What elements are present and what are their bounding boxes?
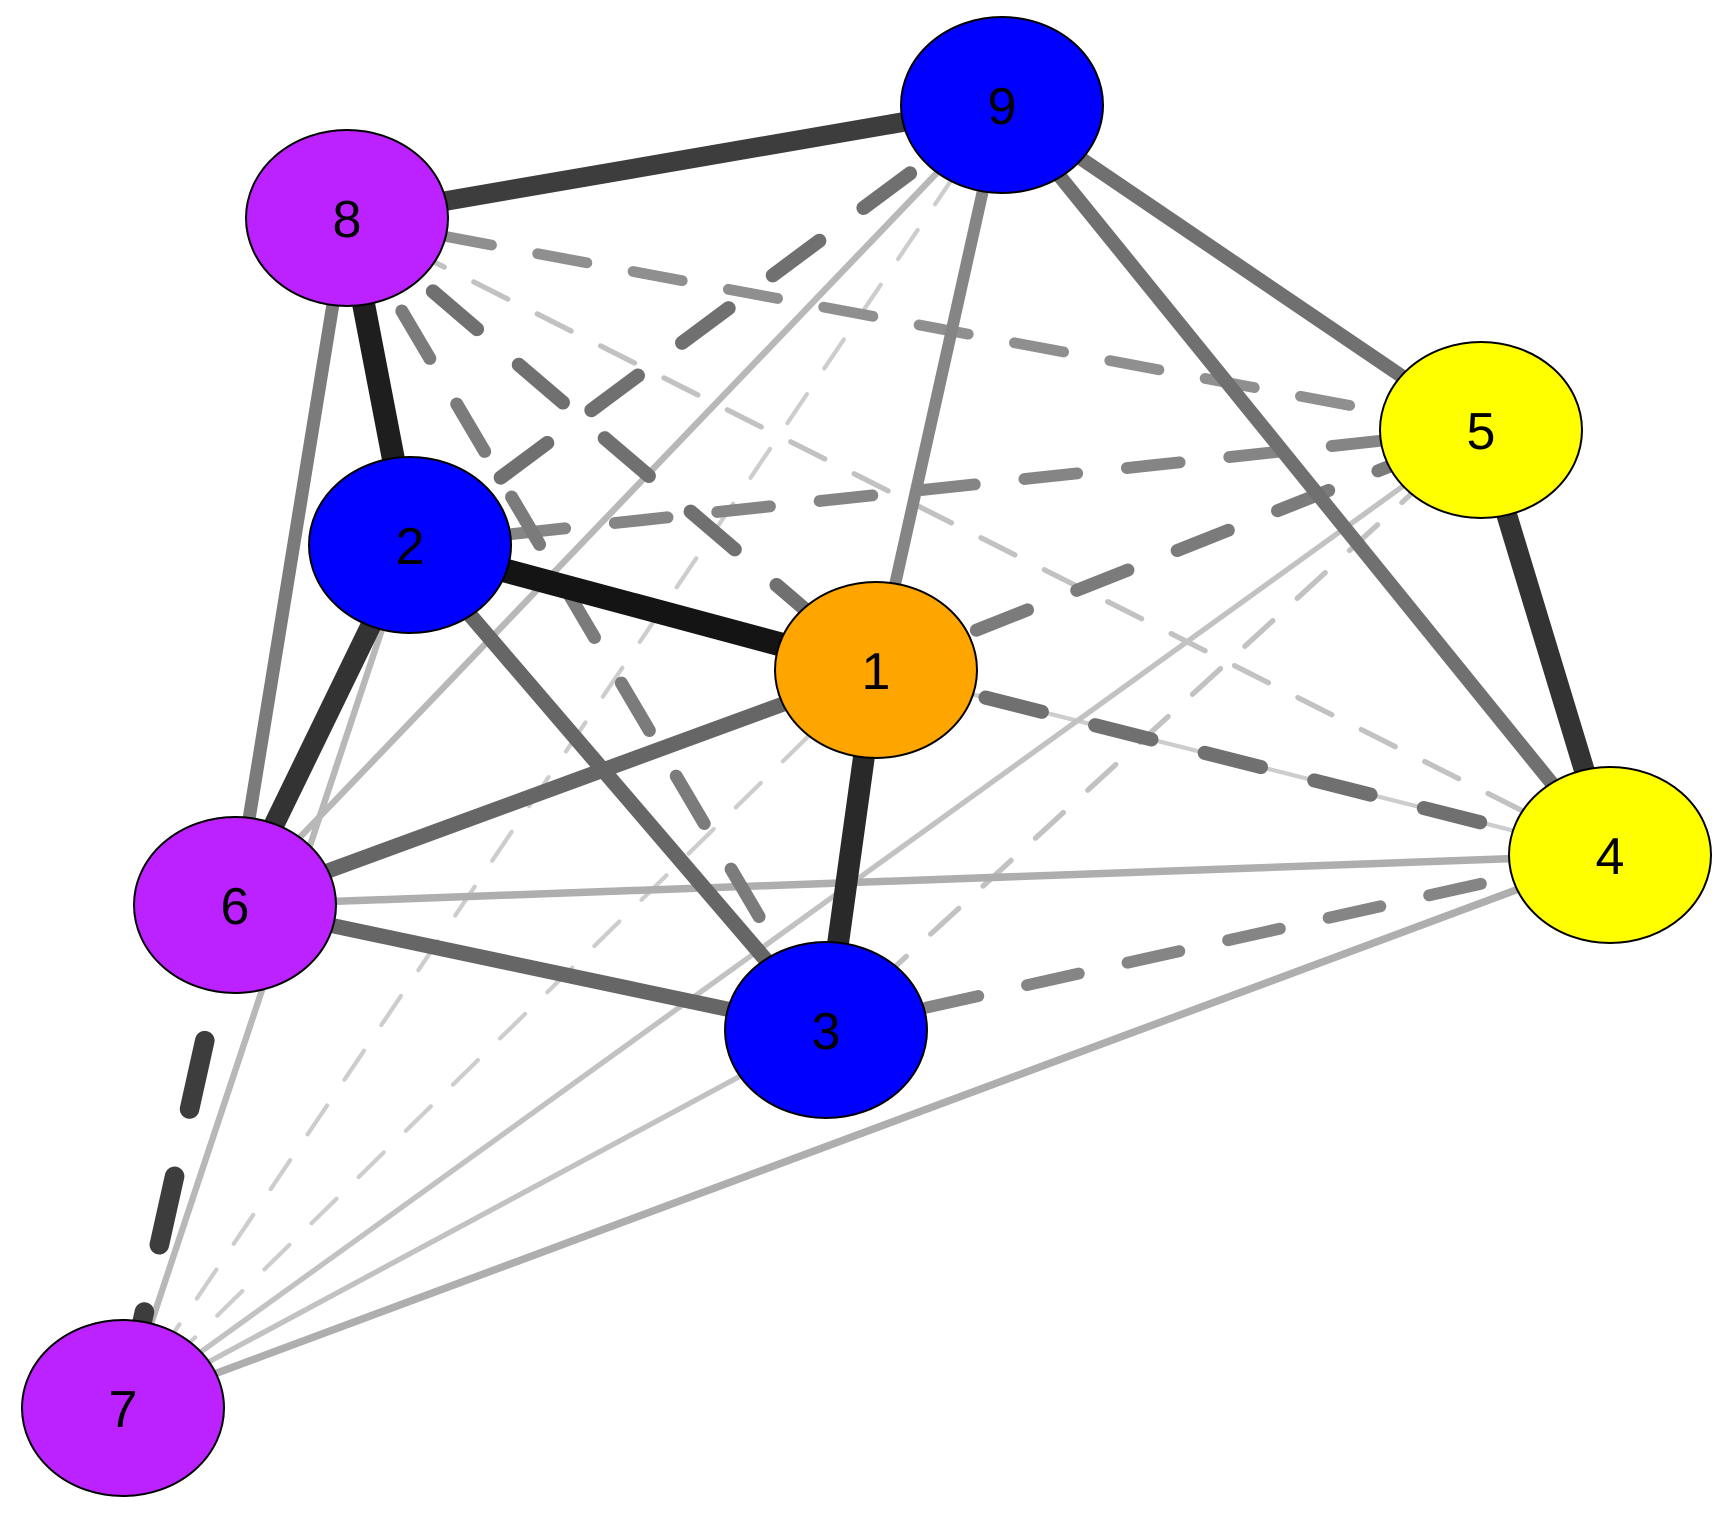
- node-8-circle: [245, 129, 449, 307]
- node-9-circle: [900, 16, 1104, 194]
- edge-7-1: [120, 667, 879, 1411]
- edge-7-3: [120, 1027, 829, 1411]
- edge-1-4: [868, 662, 1618, 863]
- edge-6-4: [231, 851, 1614, 909]
- node-3-label: 3: [812, 1003, 841, 1061]
- node-6-label: 6: [221, 878, 250, 936]
- edge-9-4: [994, 97, 1618, 863]
- edge-2-9: [402, 97, 1010, 553]
- node-2-label: 2: [396, 518, 425, 576]
- edge-8-9: [337, 95, 1012, 228]
- edge-7-4: [119, 851, 1614, 1412]
- edge-3-4: [820, 849, 1616, 1036]
- node-8-label: 8: [333, 191, 362, 249]
- node-9: 9: [900, 16, 1104, 194]
- nodes-layer: 1 2 3 4 5 6 7 8 9: [21, 16, 1712, 1497]
- node-4: 4: [1508, 766, 1712, 944]
- node-1-label: 1: [862, 643, 891, 701]
- node-3-circle: [724, 941, 928, 1119]
- edge-8-6: [228, 211, 354, 912]
- edge-1-6: [227, 662, 884, 913]
- edge-8-4: [344, 215, 1613, 858]
- node-7-circle: [21, 1319, 225, 1497]
- edge-1-5: [869, 423, 1488, 677]
- node-6: 6: [133, 816, 337, 994]
- node-7: 7: [21, 1319, 225, 1497]
- edge-7-5: [120, 427, 1484, 1411]
- node-6-circle: [133, 816, 337, 994]
- edge-8-3: [340, 211, 833, 1037]
- node-3: 3: [724, 941, 928, 1119]
- node-4-label: 4: [1596, 828, 1625, 886]
- node-4-circle: [1508, 766, 1712, 944]
- node-5-circle: [1379, 341, 1583, 519]
- edge-6-9: [231, 101, 1006, 909]
- node-2: 2: [308, 456, 512, 634]
- node-1-circle: [774, 581, 978, 759]
- node-5: 5: [1379, 341, 1583, 519]
- node-2-circle: [308, 456, 512, 634]
- edge-2-5: [404, 424, 1487, 551]
- edge-8-1: [339, 210, 884, 678]
- node-1: 1: [774, 581, 978, 759]
- edge-2-3: [402, 537, 834, 1038]
- edge-8-5: [341, 212, 1487, 436]
- node-8: 8: [245, 129, 449, 307]
- node-7-label: 7: [109, 1381, 138, 1439]
- node-9-label: 9: [988, 78, 1017, 136]
- node-5-label: 5: [1467, 403, 1496, 461]
- edge-7-9: [120, 102, 1005, 1411]
- edge-9-1: [870, 99, 1008, 676]
- edge-3-5: [823, 427, 1484, 1033]
